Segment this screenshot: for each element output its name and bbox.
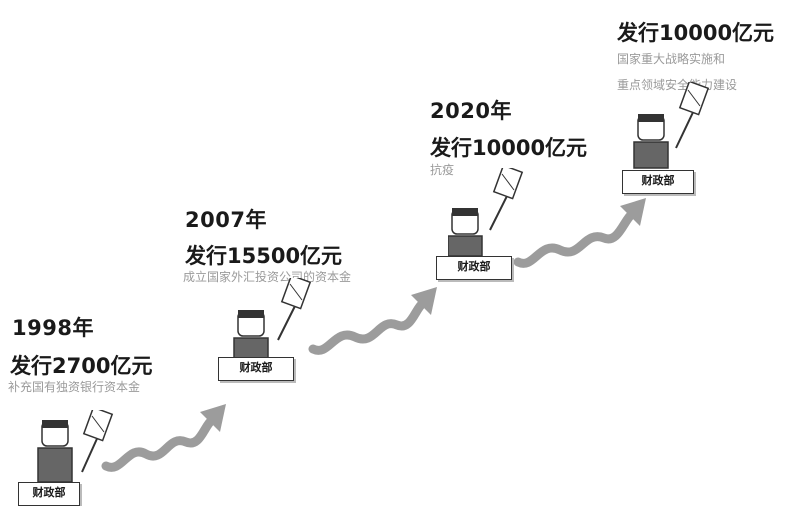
podium-sign: 财政部 [622,170,694,194]
step-3-amount: 发行10000亿元 [430,136,588,160]
wavy-arrow-icon [308,287,437,355]
podium-sign: 财政部 [218,357,294,381]
wavy-arrow-icon [101,404,226,472]
podium-sign: 财政部 [18,482,80,506]
step-4-purpose-line-1: 国家重大战略实施和 [617,52,726,66]
wavy-arrow-icon [513,198,646,268]
step-3-purpose: 抗疫 [430,163,455,177]
step-1-purpose: 补充国有独资银行资本金 [8,380,141,394]
official-holding-bond-sign-icon [448,168,524,257]
step-1-amount: 发行2700亿元 [10,354,153,378]
step-4-amount: 发行10000亿元 [617,21,775,45]
step-2-amount: 发行15500亿元 [185,244,343,268]
step-1-year: 1998年 [12,316,94,340]
step-2-year: 2007年 [185,208,267,232]
step-2-purpose: 成立国家外汇投资公司的资本金 [183,270,352,284]
step-3-year: 2020年 [430,99,512,123]
podium-sign: 财政部 [436,256,512,280]
official-holding-bond-sign-icon [37,410,114,483]
official-holding-bond-sign-icon [233,278,312,365]
official-holding-bond-sign-icon [633,82,710,169]
